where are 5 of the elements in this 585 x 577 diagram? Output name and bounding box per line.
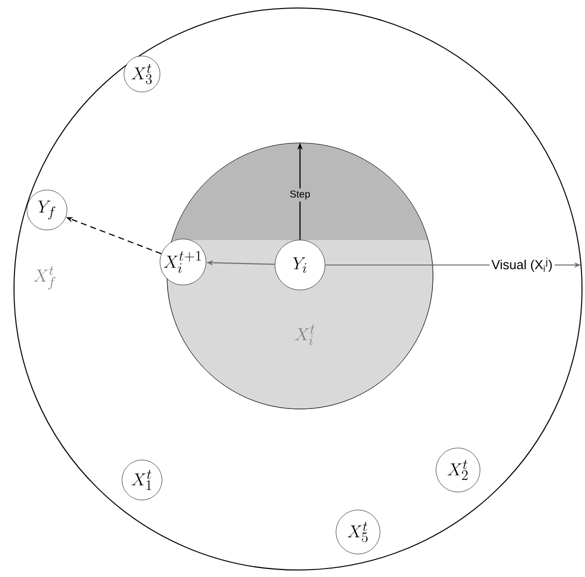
outer-circle bbox=[14, 7, 582, 570]
edge-label: Step bbox=[290, 190, 310, 200]
state-label: $X^{t}_{f}$ bbox=[34, 266, 56, 290]
edge-label: Visual (X$_{i}$$^{j}$) bbox=[492, 258, 552, 272]
state-label: $X^{t}_{i}$ bbox=[294, 324, 315, 346]
